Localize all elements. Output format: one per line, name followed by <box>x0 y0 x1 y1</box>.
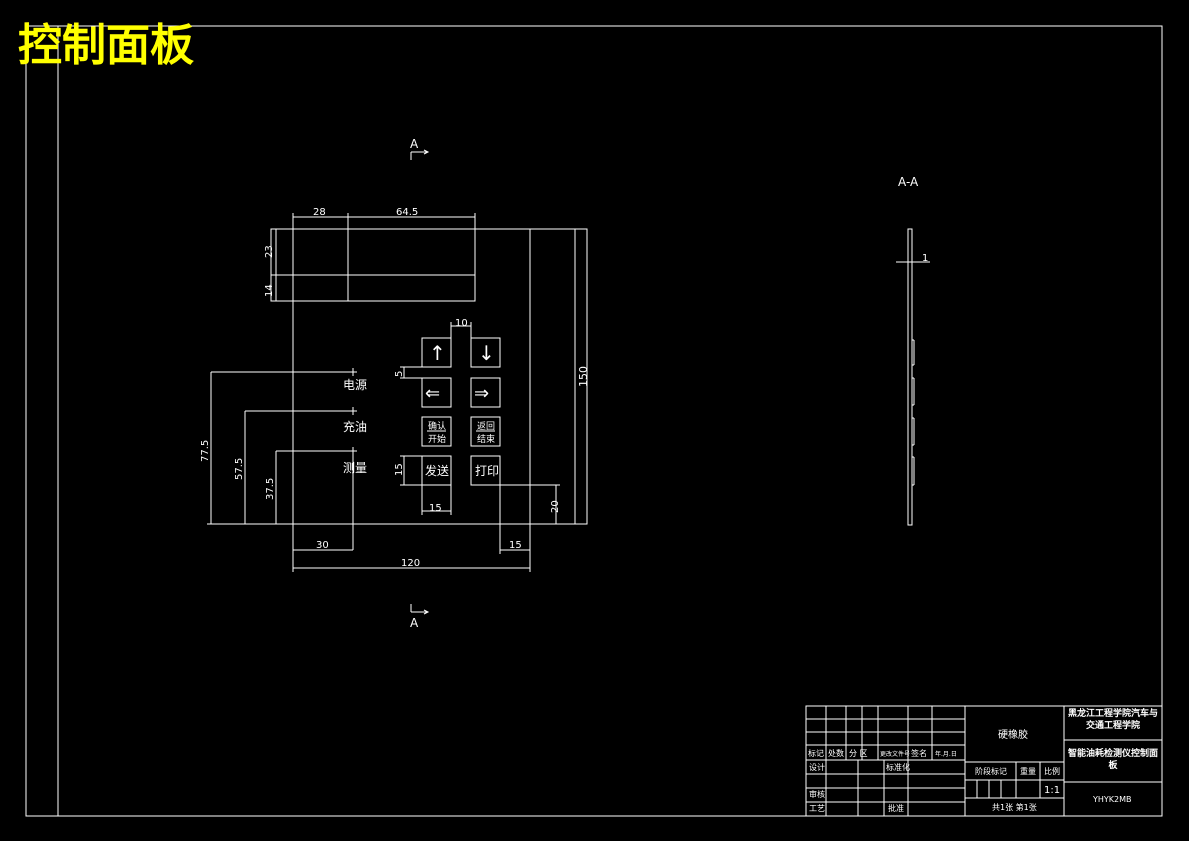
tb-drawing-name: 智能油耗检测仪控制面板 <box>1068 749 1158 771</box>
tb-school: 黑龙江工程学院汽车与交通工程学院 <box>1067 709 1158 731</box>
tb-ratio: 比例 <box>1044 766 1060 776</box>
button-left-label: ⇐ <box>425 383 440 404</box>
dim-left-heights <box>207 372 293 525</box>
outer-border <box>25 25 1163 817</box>
title-block <box>805 705 1163 817</box>
button-return-line1: 返回 <box>477 420 495 432</box>
dim-top-28: 28 <box>313 207 326 218</box>
dim-left-23: 23 <box>264 245 275 258</box>
button-send[interactable] <box>421 455 452 486</box>
button-confirm-line2: 开始 <box>428 433 446 445</box>
dim-left-14: 14 <box>264 284 275 297</box>
tb-school-wrap: 黑龙江工程学院汽车与交通工程学院 <box>1067 709 1158 731</box>
button-send-label: 发送 <box>425 463 449 478</box>
button-confirm-line1: 确认 <box>428 420 446 432</box>
indicator-charge-label: 充油 <box>343 419 367 434</box>
tb-r-approve: 批准 <box>888 803 904 813</box>
section-view <box>896 228 930 526</box>
panel-front-view <box>270 228 588 525</box>
button-right-label: ⇒ <box>474 383 489 404</box>
dim-btn-gap-10: 10 <box>455 318 468 329</box>
section-marker-top <box>410 149 430 160</box>
indicator-measure-label: 测量 <box>343 461 367 475</box>
dim-top-lines <box>292 213 476 229</box>
dim-btn-h-15: 15 <box>394 463 405 476</box>
button-print-label: 打印 <box>475 464 499 478</box>
tb-drawing-name-wrap: 智能油耗检测仪控制面板 <box>1068 749 1158 771</box>
sheet-title: 控制面板 <box>18 20 194 71</box>
section-marker-bottom <box>410 604 430 615</box>
tb-r-process: 工艺 <box>809 804 825 813</box>
tb-h-zone: 分 区 <box>849 749 868 758</box>
tb-h-date: 年.月.日 <box>935 750 957 758</box>
button-print[interactable] <box>470 455 501 486</box>
tb-r-standard: 标准化 <box>886 762 910 772</box>
button-right[interactable] <box>470 377 501 408</box>
tb-weight: 重量 <box>1020 766 1036 776</box>
button-confirm-start[interactable] <box>421 416 452 447</box>
tb-r-review: 审核 <box>809 789 825 799</box>
dim-57-5: 57.5 <box>234 458 245 480</box>
dim-77-5: 77.5 <box>200 440 211 462</box>
section-marker-top-label: A <box>410 137 419 151</box>
dim-top-64-5: 64.5 <box>396 207 418 218</box>
indicator-lines <box>211 368 357 550</box>
dim-bottom-lines <box>292 485 531 572</box>
tb-sheets: 共1张 第1张 <box>992 802 1037 812</box>
dim-btn-gap-5: 5 <box>394 371 405 377</box>
dim-height-150: 150 <box>577 366 590 387</box>
tb-material: 硬橡胶 <box>998 728 1028 741</box>
dim-height-20-lines <box>500 484 560 524</box>
tb-stage-mark: 阶段标记 <box>975 766 1007 776</box>
button-down-label: ↓ <box>478 341 495 365</box>
dim-37-5: 37.5 <box>265 478 276 500</box>
tb-h-sign: 签名 <box>911 748 927 758</box>
button-left[interactable] <box>421 377 452 408</box>
tb-r-design: 设计 <box>809 762 825 772</box>
button-return-line2: 结束 <box>477 433 495 445</box>
indicator-power-label: 电源 <box>343 378 367 392</box>
inner-border <box>57 25 1163 817</box>
dim-bottom-15: 15 <box>509 540 522 551</box>
tb-drawing-number: YHYK2MB <box>1092 795 1132 804</box>
tb-scale: 1:1 <box>1044 785 1060 796</box>
tb-h-count: 处数 <box>828 748 844 758</box>
button-up[interactable] <box>421 337 452 368</box>
section-marker-bottom-label: A <box>410 616 419 630</box>
button-up-label: ↑ <box>429 341 446 365</box>
button-return-end[interactable] <box>470 416 501 447</box>
dim-bottom-30: 30 <box>316 540 329 551</box>
dim-height-20: 20 <box>550 500 561 513</box>
button-down[interactable] <box>470 337 501 368</box>
button-grid <box>421 337 501 486</box>
tb-h-mark: 标记 <box>808 748 824 758</box>
tb-h-change-doc: 更改文件号 <box>880 750 910 758</box>
dim-bottom-120: 120 <box>401 558 420 569</box>
section-view-label: A-A <box>898 175 919 189</box>
dim-buttons-lines <box>400 322 472 515</box>
section-thickness-dim: 1 <box>922 253 928 264</box>
dim-btn-w-15: 15 <box>429 503 442 514</box>
title-block-text: 标记 处数 分 区 更改文件号 签名 年.月.日 设计 标准化 审核 工艺 批准… <box>808 728 1132 813</box>
